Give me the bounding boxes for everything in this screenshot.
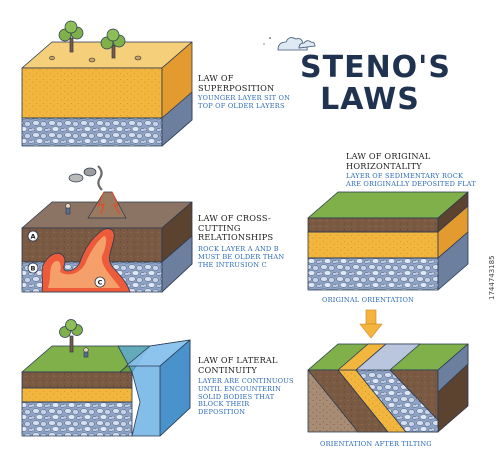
tree-icon <box>59 319 83 353</box>
law-superposition-title: Law of Superposition <box>198 73 275 93</box>
down-arrow-icon <box>359 309 383 339</box>
law-lateral-continuity-title: Law of Lateral Continuity <box>198 355 278 375</box>
image-id-watermark: 1744743185 <box>488 255 496 300</box>
lateral-continuity-block <box>21 345 151 437</box>
superposition-block <box>21 41 193 147</box>
page-title: STENO'S LAWS <box>300 50 451 117</box>
decorative-dots <box>263 37 271 45</box>
caption-after-tilting: Orientation after tilting <box>320 440 432 448</box>
rock-icon <box>49 55 142 63</box>
volcano-icon <box>68 165 127 219</box>
tilted-block <box>307 343 469 433</box>
law-superposition-description: Younger layer sit on top of older layers <box>198 94 291 110</box>
label-c-badge: C <box>94 276 106 288</box>
label-a: A <box>30 233 35 241</box>
horizontal-block <box>307 191 469 291</box>
law-horizontality-description: Layer of sedimentary rock are originally… <box>346 172 477 188</box>
label-b-badge: B <box>27 262 39 274</box>
person-icon <box>83 347 89 358</box>
law-horizontality-title: Law of Original Horizontality <box>346 151 431 171</box>
tree-icon <box>58 20 84 53</box>
label-b: B <box>31 265 36 273</box>
caption-original-orientation: Original orientation <box>322 296 415 304</box>
law-cross-cutting-description: Rock layer A and B must be older than th… <box>198 245 285 269</box>
label-a-badge: A <box>27 230 39 242</box>
water-body <box>117 339 191 437</box>
law-cross-cutting-title: Law of Cross-Cutting Relationships <box>198 213 274 243</box>
cloud-icon <box>298 40 316 49</box>
label-c: C <box>98 279 103 287</box>
law-lateral-continuity-description: Layer are continuous until encounterin s… <box>198 377 294 417</box>
person-icon <box>65 203 71 215</box>
magma-intrusion <box>41 228 131 293</box>
tree-icon <box>100 28 126 59</box>
